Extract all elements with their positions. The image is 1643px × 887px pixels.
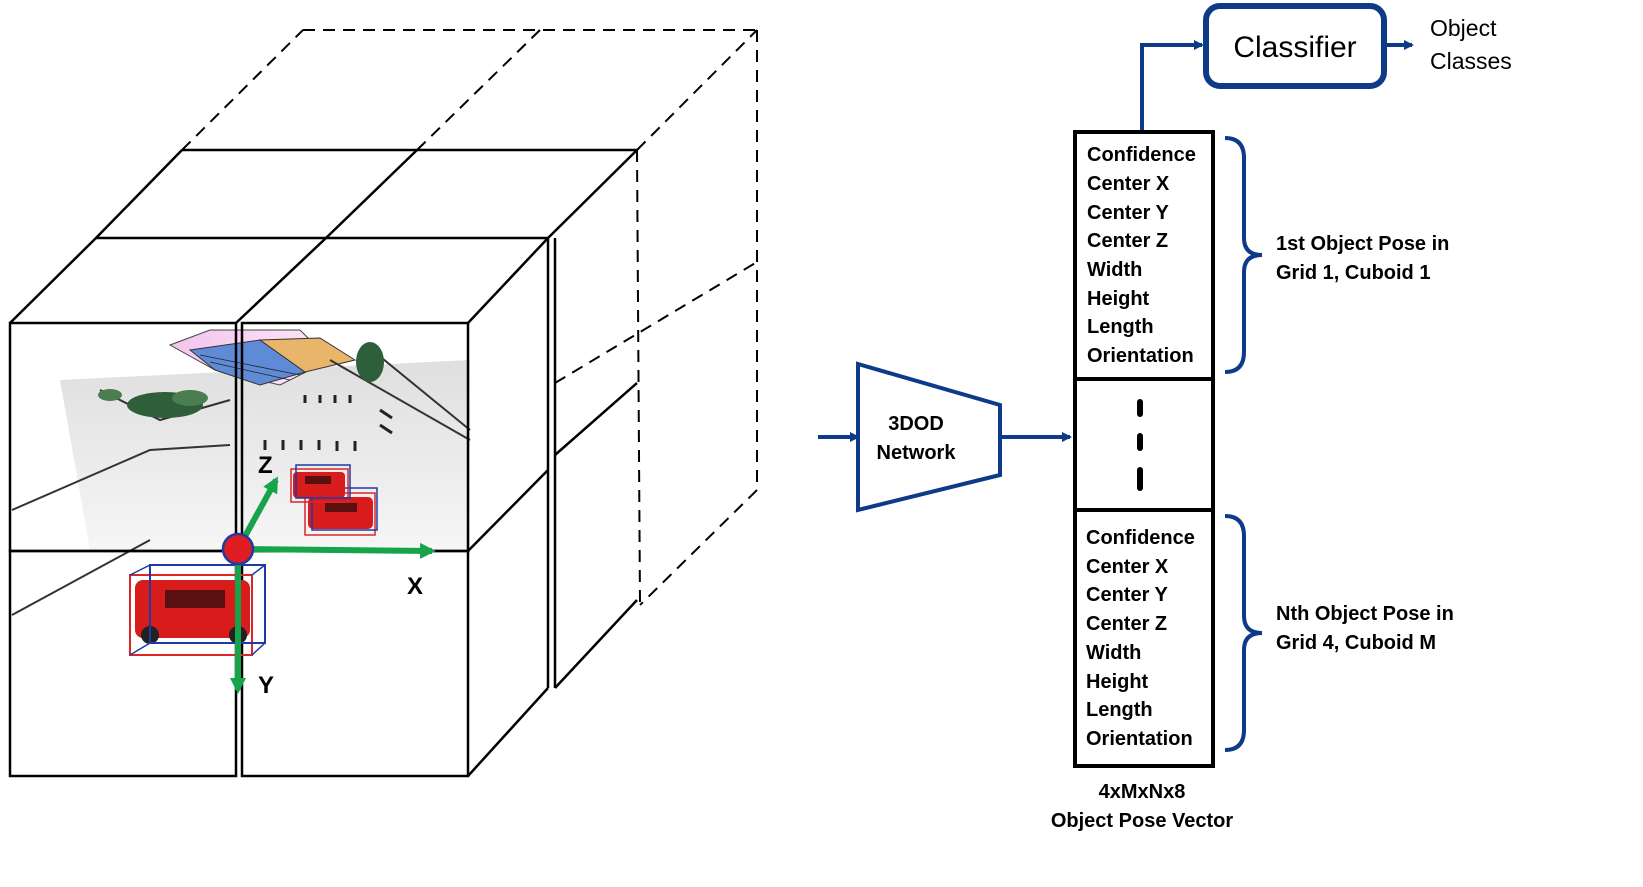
dashed-edges bbox=[181, 29, 758, 606]
network-label-line1: 3DOD bbox=[888, 413, 944, 435]
network-trapezoid bbox=[856, 361, 1002, 513]
vector-field: Height bbox=[1086, 671, 1149, 693]
x-axis bbox=[237, 542, 436, 559]
y-axis-label: Y bbox=[258, 672, 274, 699]
brace-top-line1: 1st Object Pose in bbox=[1276, 233, 1449, 255]
vector-field: Center Z bbox=[1087, 230, 1168, 252]
vector-field: Length bbox=[1086, 699, 1153, 721]
vector-field: Orientation bbox=[1086, 728, 1193, 750]
vector-caption-line2: Object Pose Vector bbox=[1051, 810, 1234, 832]
vector-field: Center X bbox=[1086, 556, 1169, 578]
brace-top-line2: Grid 1, Cuboid 1 bbox=[1276, 262, 1430, 284]
z-axis-label: Z bbox=[258, 452, 273, 479]
vector-field: Orientation bbox=[1087, 345, 1194, 367]
car-icon bbox=[129, 564, 266, 656]
brace-top: 1st Object Pose in Grid 1, Cuboid 1 bbox=[1224, 136, 1449, 374]
classifier-box bbox=[1203, 3, 1387, 89]
x-axis-label: X bbox=[407, 573, 423, 600]
network-block: 3DOD Network bbox=[818, 361, 1072, 513]
curly-brace-icon bbox=[1224, 514, 1263, 752]
vector-field: Center Y bbox=[1086, 584, 1169, 606]
vector-to-classifier-arrow bbox=[1140, 40, 1204, 130]
vector-outline bbox=[1073, 130, 1215, 768]
solid-edges bbox=[8, 148, 638, 778]
vector-field: Width bbox=[1087, 259, 1142, 281]
vector-field: Confidence bbox=[1087, 144, 1196, 166]
brace-bottom: Nth Object Pose in Grid 4, Cuboid M bbox=[1224, 514, 1454, 752]
vector-block-top: Confidence Center X Center Y Center Z Wi… bbox=[1087, 144, 1196, 367]
brace-bottom-line1: Nth Object Pose in bbox=[1276, 603, 1454, 625]
tree-icon bbox=[98, 342, 384, 418]
network-label-line2: Network bbox=[877, 442, 957, 464]
classifier-block: Classifier Object Classes bbox=[1140, 3, 1512, 130]
vector-block-bottom: Confidence Center X Center Y Center Z Wi… bbox=[1086, 527, 1195, 750]
vector-field: Center Z bbox=[1086, 613, 1167, 635]
car-icon bbox=[290, 464, 351, 503]
vector-field: Length bbox=[1087, 316, 1154, 338]
vector-field: Confidence bbox=[1086, 527, 1195, 549]
vector-field: Width bbox=[1086, 642, 1141, 664]
car-icon bbox=[304, 487, 378, 536]
crosswalk-icon bbox=[263, 395, 393, 451]
coordinate-axes: X Y Z bbox=[221, 452, 436, 699]
vector-field: Center X bbox=[1087, 173, 1170, 195]
brace-bottom-line2: Grid 4, Cuboid M bbox=[1276, 632, 1436, 654]
pose-vector: Confidence Center X Center Y Center Z Wi… bbox=[1051, 130, 1234, 832]
vector-caption-line1: 4xMxNx8 bbox=[1099, 781, 1186, 803]
vector-field: Height bbox=[1087, 288, 1150, 310]
classifier-label: Classifier bbox=[1233, 31, 1356, 64]
curly-brace-icon bbox=[1224, 136, 1263, 374]
grid-cuboid: X Y Z bbox=[8, 29, 758, 778]
building-icon bbox=[168, 329, 357, 386]
origin-point bbox=[221, 532, 255, 566]
vector-field: Center Y bbox=[1087, 202, 1170, 224]
output-label-line1: Object bbox=[1430, 15, 1497, 41]
output-label-line2: Classes bbox=[1430, 48, 1512, 74]
